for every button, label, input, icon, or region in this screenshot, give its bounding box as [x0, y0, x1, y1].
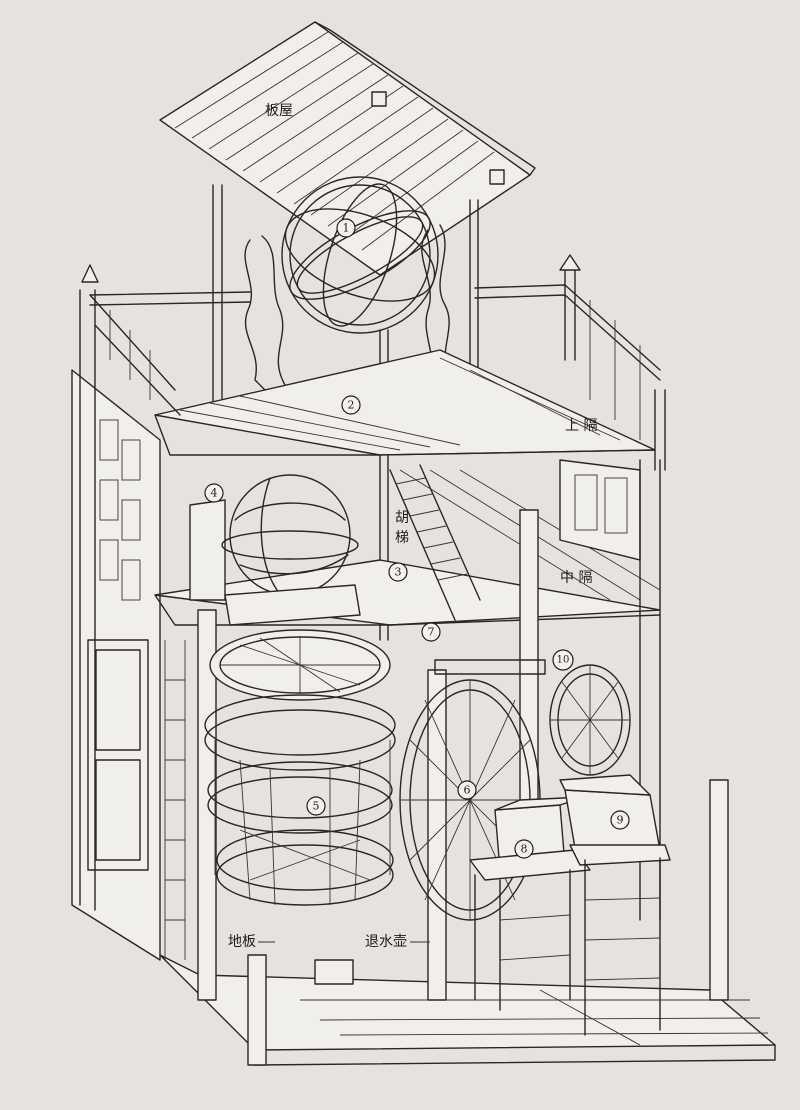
- marker-2: 2: [341, 395, 361, 415]
- svg-text:9: 9: [617, 814, 624, 827]
- marker-4: 4: [204, 483, 224, 503]
- svg-text:4: 4: [211, 487, 218, 500]
- svg-text:7: 7: [428, 626, 435, 639]
- building-frame: [71, 254, 776, 1066]
- label-middle-floor: 中 隔: [560, 570, 592, 586]
- svg-text:2: 2: [348, 399, 355, 412]
- stairs: [389, 464, 481, 621]
- label-ground-floor: 地板: [228, 934, 256, 950]
- label-stairs-1: 胡: [395, 510, 409, 526]
- marker-3: 3: [388, 562, 408, 582]
- label-upper-floor: 上 隔: [565, 418, 597, 434]
- label-stairs-2: 梯: [395, 530, 409, 546]
- roof: [159, 21, 536, 411]
- marker-10: 10: [552, 649, 574, 671]
- right-wheel: [549, 664, 631, 776]
- svg-text:8: 8: [521, 843, 528, 856]
- svg-text:3: 3: [395, 566, 402, 579]
- celestial-globe: [189, 474, 361, 626]
- marker-6: 6: [457, 780, 477, 800]
- timekeeping-wheels: [204, 629, 396, 985]
- svg-text:10: 10: [557, 655, 570, 666]
- label-drain-basin: 退水壶: [365, 934, 407, 950]
- svg-text:6: 6: [464, 784, 471, 797]
- left-mechanism: [164, 640, 186, 960]
- marker-1: 1: [336, 218, 356, 238]
- label-roof: 板屋: [265, 103, 293, 119]
- marker-5: 5: [306, 796, 326, 816]
- svg-text:1: 1: [343, 222, 350, 235]
- svg-text:5: 5: [313, 800, 320, 813]
- marker-8: 8: [514, 839, 534, 859]
- marker-7: 7: [421, 622, 441, 642]
- marker-9: 9: [610, 810, 630, 830]
